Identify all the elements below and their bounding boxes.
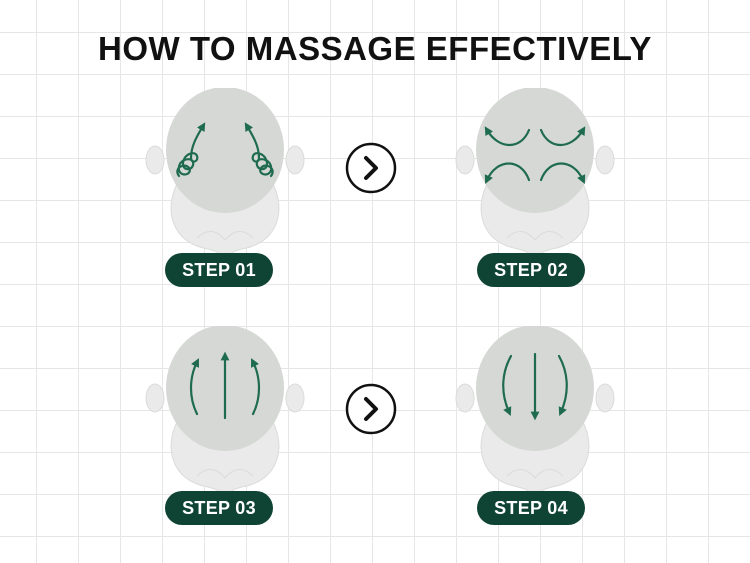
head-step-01 [145, 88, 305, 258]
upward-arrows-icon [189, 351, 261, 420]
head-step-02 [455, 88, 615, 258]
step-badge-01: STEP 01 [165, 253, 273, 287]
step-badge-03: STEP 03 [165, 491, 273, 525]
chevron-right-circle-icon [345, 142, 397, 194]
page-title: HOW TO MASSAGE EFFECTIVELY [98, 30, 652, 67]
curved-arrows-icon [484, 126, 586, 185]
step-badge-02: STEP 02 [477, 253, 585, 287]
head-step-03 [145, 326, 305, 496]
step-badge-04: STEP 04 [477, 491, 585, 525]
head-step-04 [455, 326, 615, 496]
chevron-right-circle-icon [345, 383, 397, 435]
downward-arrows-icon [502, 352, 568, 421]
spiral-arrows-icon [176, 122, 274, 178]
